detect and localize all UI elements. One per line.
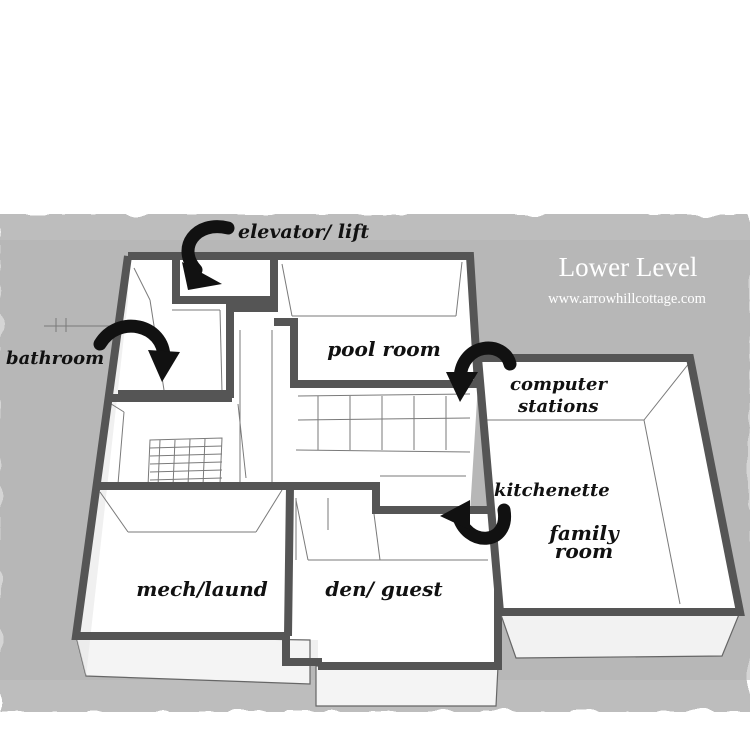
website-url: www.arrowhillcottage.com (548, 291, 706, 307)
callout-kitchenette: kitchenette (494, 480, 610, 501)
callout-bathroom: bathroom (6, 348, 104, 369)
callout-elevator-lift: elevator/ lift (238, 221, 369, 243)
room-label-den-guest: den/ guest (325, 577, 443, 601)
room-label-pool-room: pool room (327, 337, 441, 361)
callout-computer-line2: stations (517, 396, 599, 417)
room-label-mech-laund: mech/laund (136, 577, 268, 601)
arrow-elevator-icon (181, 220, 235, 290)
room-label-family-line2: room (555, 539, 613, 563)
arrow-kitchenette-icon (440, 500, 511, 545)
room-label-family-line1: family (547, 521, 620, 545)
arrow-computer-icon (446, 341, 517, 402)
arrow-bathroom-icon (93, 319, 180, 382)
page-title: Lower Level (559, 252, 698, 282)
family-room-block (473, 354, 745, 659)
callout-computer-line1: computer (510, 374, 608, 395)
sketch-lines (44, 261, 488, 561)
